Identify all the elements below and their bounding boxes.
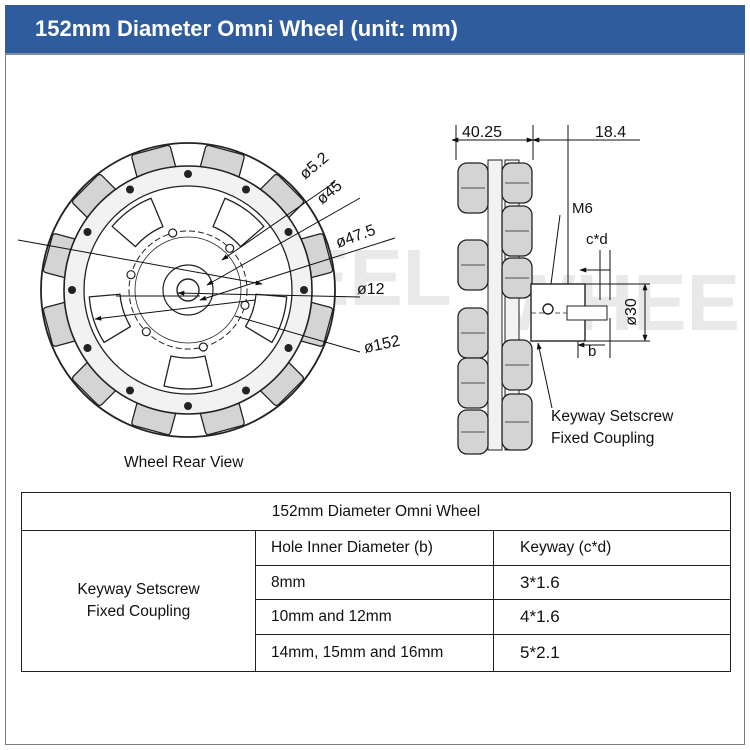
side-roller	[501, 257, 533, 299]
cutout-shape	[244, 293, 288, 344]
bolt-holes	[126, 228, 250, 352]
inner-circle	[134, 236, 242, 344]
bolt-hole	[141, 327, 151, 337]
table-group-label: Keyway Setscrew Fixed Coupling	[21, 530, 256, 672]
side-rollers	[457, 159, 533, 455]
table-title: 152mm Diameter Omni Wheel	[20, 492, 732, 531]
side-roller	[457, 239, 489, 291]
side-roller	[457, 357, 489, 409]
dim-hole-5-2: ø5.2	[297, 149, 333, 183]
rear-view-label: Wheel Rear View	[124, 454, 244, 471]
group-label-text: Keyway Setscrew Fixed Coupling	[77, 581, 200, 620]
setscrew-hole	[542, 303, 554, 315]
dim-width-40-25: 40.25	[462, 124, 502, 141]
bolt-hole	[225, 243, 235, 253]
rim-screw	[284, 228, 293, 236]
row-hole: 10mm and 12mm	[255, 599, 494, 635]
rim-screw	[83, 344, 92, 352]
side-dimension-labels: 40.25 18.4 M6 c*d ø30 b Keyway Setscrew …	[462, 124, 674, 447]
row-keyway: 3*1.6	[492, 565, 732, 600]
side-roller	[457, 409, 489, 455]
bolt-hole	[198, 342, 208, 352]
coupling-label-line-2: Fixed Coupling	[551, 430, 654, 447]
dim-shaft-30: ø30	[623, 298, 640, 326]
rim-screw	[300, 286, 308, 294]
bolt-circle	[128, 230, 248, 350]
dim-m6: M6	[572, 200, 593, 217]
coupling-label-line-1: Keyway Setscrew	[551, 408, 674, 425]
rim-screw	[68, 286, 76, 294]
header-divider	[5, 53, 745, 55]
side-roller	[457, 162, 489, 214]
cutout-shape	[163, 355, 213, 390]
table-row: 14mm, 15mm and 16mm 5*2.1	[22, 634, 732, 672]
rim-screw	[242, 386, 250, 395]
side-hub-core	[487, 159, 503, 451]
row-keyway: 4*1.6	[492, 599, 732, 635]
rear-dimension-lines	[17, 181, 396, 353]
dim-c-d: c*d	[586, 231, 608, 248]
dim-offset-18-4: 18.4	[595, 124, 626, 141]
rim-screws	[68, 170, 308, 410]
page-title: 152mm Diameter Omni Wheel (unit: mm)	[35, 16, 458, 41]
bolt-hole	[168, 228, 178, 238]
side-roller	[501, 205, 533, 257]
dim-b: b	[588, 343, 596, 360]
dim-bolt-circle-45: ø45	[314, 177, 346, 208]
wheel-side-view: 40.25 18.4 M6 c*d ø30 b Keyway Setscrew …	[451, 124, 674, 455]
rim-screw	[184, 402, 192, 410]
rim-screw	[184, 170, 192, 178]
hub-cutouts	[88, 197, 288, 390]
dim-bore-12: ø12	[357, 281, 385, 298]
side-roller	[501, 393, 533, 451]
row-keyway: 5*2.1	[492, 634, 732, 672]
rim-screw	[126, 386, 134, 395]
side-dimension-lines	[451, 125, 650, 409]
rim-screw	[242, 185, 250, 194]
spec-table: 152mm Diameter Omni Wheel Keyway Setscre…	[20, 492, 732, 672]
side-roller	[501, 162, 533, 204]
rim-screw	[83, 228, 92, 236]
row-hole: 14mm, 15mm and 16mm	[255, 634, 494, 672]
keyway-slot	[566, 305, 608, 321]
hub-cutout	[88, 293, 132, 344]
cutout-shape	[111, 197, 164, 248]
rim-screw	[126, 185, 134, 194]
bolt-hole	[240, 300, 250, 310]
bolt-hole	[126, 270, 136, 280]
wheel-rear-view: ø5.2 ø45 ø47.5 ø12 ø152 Wheel Rear View	[17, 142, 402, 471]
hub-cutout	[111, 197, 164, 248]
coupling-block	[530, 283, 586, 342]
table-row: 10mm and 12mm 4*1.6	[22, 599, 732, 635]
side-roller	[501, 339, 533, 391]
table-row: 8mm 3*1.6	[22, 565, 732, 600]
dim-outer-152: ø152	[362, 333, 401, 357]
rim-screw	[284, 344, 293, 352]
side-roller	[457, 307, 489, 359]
header-keyway: Keyway (c*d)	[492, 530, 732, 566]
center-bore	[176, 278, 200, 302]
header-bar: 152mm Diameter Omni Wheel (unit: mm)	[5, 5, 745, 53]
hub-cutout	[163, 355, 213, 390]
row-hole: 8mm	[255, 565, 494, 600]
header-hole-diameter: Hole Inner Diameter (b)	[255, 530, 494, 566]
cutout-shape	[88, 293, 132, 344]
hub-cutout	[244, 293, 288, 344]
